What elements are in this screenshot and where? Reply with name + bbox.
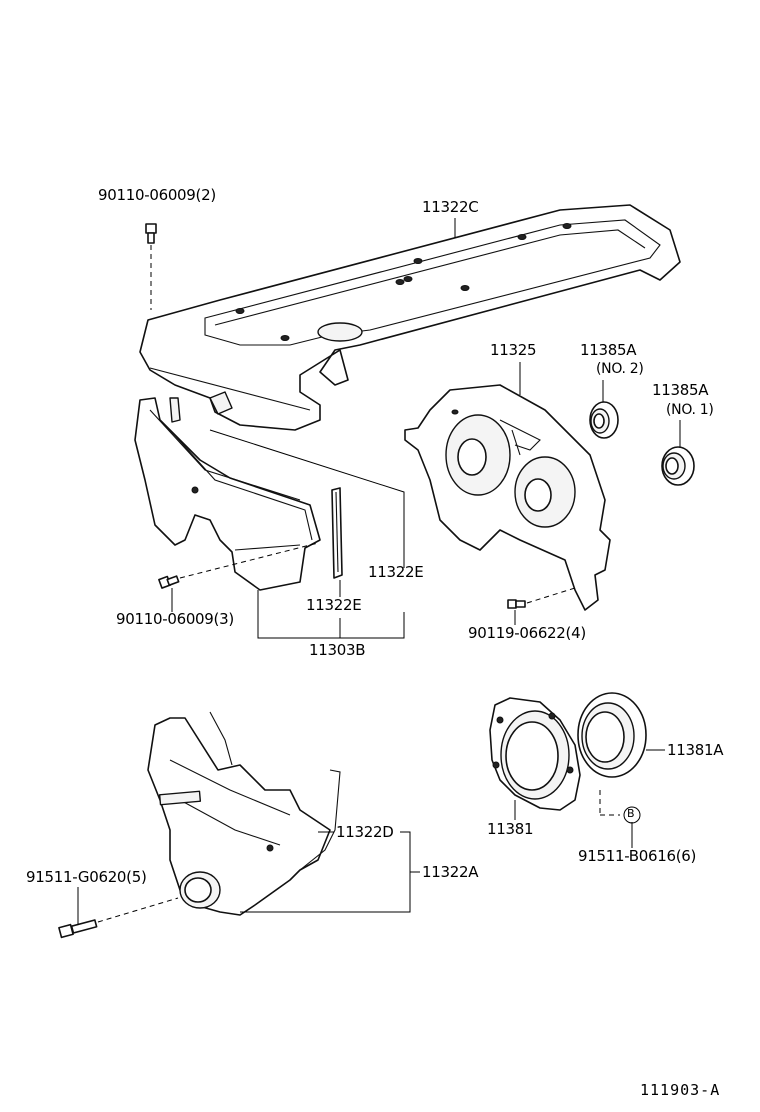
label-oil-seal-no2: 11385A [580,341,637,359]
circle-marker-ring [623,806,641,824]
label-oil-seal-no2-note: (NO. 2) [596,361,644,377]
bolt-left-drawing [58,897,179,939]
timing-cover-no1-drawing [147,711,341,916]
retainer-seal-drawing [577,692,647,778]
label-bolt-left: 91511-G0620(5) [26,868,147,886]
label-circle-marker: B [627,807,635,820]
label-bolt-top: 90110-06009(2) [98,186,216,204]
timing-cover-no3-drawing [134,397,321,591]
label-cover-assy: 11303B [309,641,366,659]
rear-plate-drawing [404,384,611,611]
label-bolt-right: 90119-06622(4) [468,624,586,642]
oil-seal-retainer-drawing [489,697,581,811]
label-retainer: 11381 [487,820,534,838]
figure-reference: 111903-A [640,1081,721,1099]
label-bolt-b: 91511-B0616(6) [578,847,697,865]
bolt-right-drawing [507,587,576,609]
label-gasket-e-center: 11322E [306,596,362,614]
gasket-11322e-drawing [331,487,343,579]
label-cover-no2: 11322C [422,198,479,216]
oil-seal-no2-drawing [589,401,619,439]
label-oil-seal-no1-note: (NO. 1) [666,402,714,418]
oil-seal-no1-drawing [661,446,695,486]
label-gasket-e-right: 11322E [368,563,424,581]
bolt-top-drawing [145,223,157,310]
label-bolt-mid: 90110-06009(3) [116,610,234,628]
label-rear-plate: 11325 [490,341,537,359]
label-cover-no1: 11322A [422,863,479,881]
bolt-mid-drawing [158,542,319,589]
timing-cover-no2-drawing [139,204,681,431]
label-gasket-d: 11322D [336,823,394,841]
leader-lines [77,218,681,925]
label-oil-seal-no1: 11385A [652,381,709,399]
label-retainer-seal: 11381A [667,741,724,759]
